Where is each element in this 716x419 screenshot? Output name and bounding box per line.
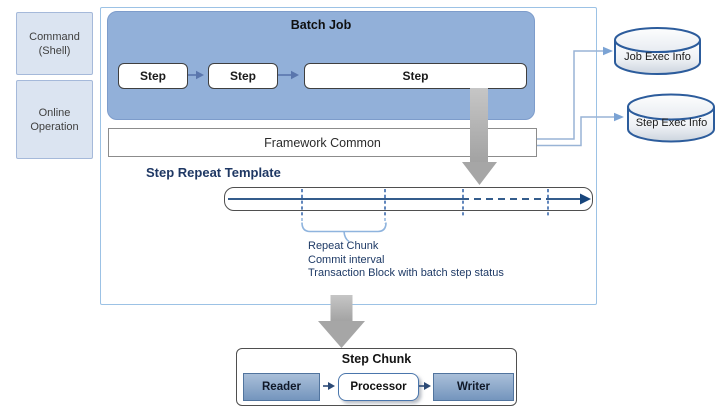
reader-box: Reader [243, 373, 320, 401]
job-exec-info-label: Job Exec Info [624, 51, 691, 63]
step-chunk-box: Step Chunk Reader Processor Writer [236, 348, 517, 406]
online-operation-box: Online Operation [16, 80, 93, 159]
step-box-2: Step [208, 63, 278, 89]
annotation-commit-interval: Commit interval [308, 253, 385, 266]
processor-box: Processor [338, 373, 419, 401]
repeat-annotations: Repeat Chunk Commit interval Transaction… [308, 240, 548, 281]
command-shell-label: Command (Shell) [29, 30, 80, 57]
reader-label: Reader [262, 381, 301, 393]
command-shell-box: Command (Shell) [16, 12, 93, 75]
step-repeat-template-title: Step Repeat Template [146, 165, 281, 180]
annotation-repeat-chunk: Repeat Chunk [308, 240, 379, 252]
writer-label: Writer [456, 381, 491, 393]
step-exec-info-label: Step Exec Info [635, 117, 708, 129]
batch-job-box: Batch Job Step Step Step [107, 11, 535, 120]
framework-common-bar: Framework Common [108, 128, 537, 157]
online-operation-label: Online Operation [30, 106, 79, 133]
writer-box: Writer [433, 373, 514, 401]
framework-common-label: Framework Common [264, 135, 381, 150]
step-chunk-title: Step Chunk [341, 352, 412, 366]
batch-job-title: Batch Job [290, 18, 352, 32]
step-2-label: Step [229, 69, 256, 83]
processor-label: Processor [350, 381, 407, 393]
step-box-1: Step [118, 63, 188, 89]
step-1-label: Step [139, 69, 166, 83]
annotation-transaction-block: Transaction Block with batch step status [308, 267, 504, 280]
step-box-3: Step [304, 63, 527, 89]
step-3-label: Step [402, 69, 429, 83]
